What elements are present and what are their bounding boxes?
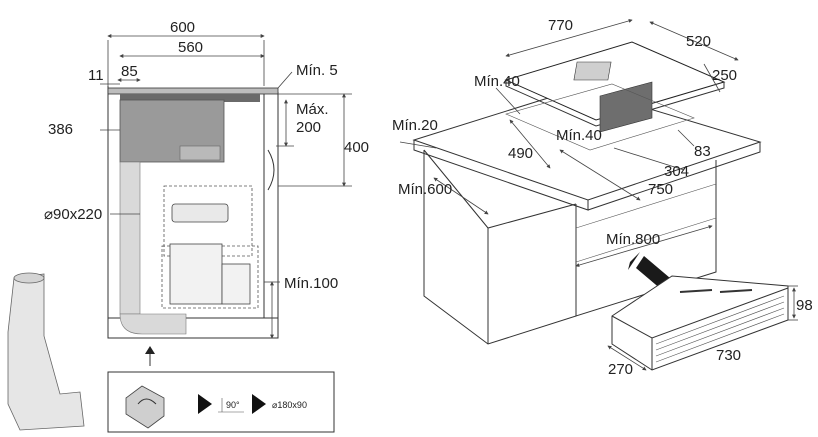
- dim-750: 750: [648, 181, 673, 198]
- dim-98: 98: [796, 297, 813, 314]
- dim-min600: Mín.600: [398, 181, 452, 198]
- dim-250: 250: [712, 67, 737, 84]
- elbow-piece-icon: [125, 385, 165, 429]
- accessory-box: 90° ⌀180x90: [107, 371, 335, 433]
- dim-duct: ⌀90x220: [44, 206, 102, 223]
- dim-600: 600: [170, 19, 195, 36]
- isometric-view: 770 520 250 Mín.40 Mín.20 490 Mín.40 83 …: [392, 17, 813, 378]
- dim-max-value: 200: [296, 119, 321, 136]
- dim-85: 85: [121, 63, 138, 80]
- dim-560: 560: [178, 39, 203, 56]
- cabinet-outline: [107, 86, 279, 339]
- dim-min20: Mín.20: [392, 117, 438, 134]
- dim-730: 730: [716, 347, 741, 364]
- extractor-body: [599, 81, 653, 133]
- dim-770: 770: [548, 17, 573, 34]
- dim-490: 490: [508, 145, 533, 162]
- dim-min5: Mín. 5: [296, 62, 338, 79]
- dim-min800: Mín.800: [606, 231, 660, 248]
- dim-min40-top: Mín.40: [474, 73, 520, 90]
- hob-glass: [120, 94, 260, 102]
- dim-max-label: Máx.: [296, 101, 329, 118]
- insert-arrow-icon: [636, 256, 670, 290]
- side-section-view: 600 560 11 85 386 Mín. 5 Máx. 200 400 ⌀9…: [44, 19, 369, 366]
- dim-386: 386: [48, 121, 73, 138]
- angle-label: 90°: [226, 400, 240, 410]
- dim-520: 520: [686, 33, 711, 50]
- vertical-duct: [119, 161, 141, 315]
- countertop: [107, 87, 279, 95]
- dim-270: 270: [608, 361, 633, 378]
- duct-size-label: ⌀180x90: [272, 400, 307, 410]
- dim-400: 400: [344, 139, 369, 156]
- duct-elbow: [119, 313, 187, 335]
- pot-icon: [171, 203, 229, 223]
- vent-grille: [573, 61, 612, 81]
- door-handle: [267, 149, 275, 191]
- dim-min40-inner: Mín.40: [556, 127, 602, 144]
- dim-83: 83: [694, 143, 711, 160]
- arrow-right-icon: [252, 394, 266, 414]
- dim-304: 304: [664, 163, 689, 180]
- arrow-right-icon: [198, 394, 212, 414]
- duct-part-illustration: [7, 272, 85, 431]
- dim-11: 11: [88, 67, 104, 84]
- dim-min100: Mín.100: [284, 275, 338, 292]
